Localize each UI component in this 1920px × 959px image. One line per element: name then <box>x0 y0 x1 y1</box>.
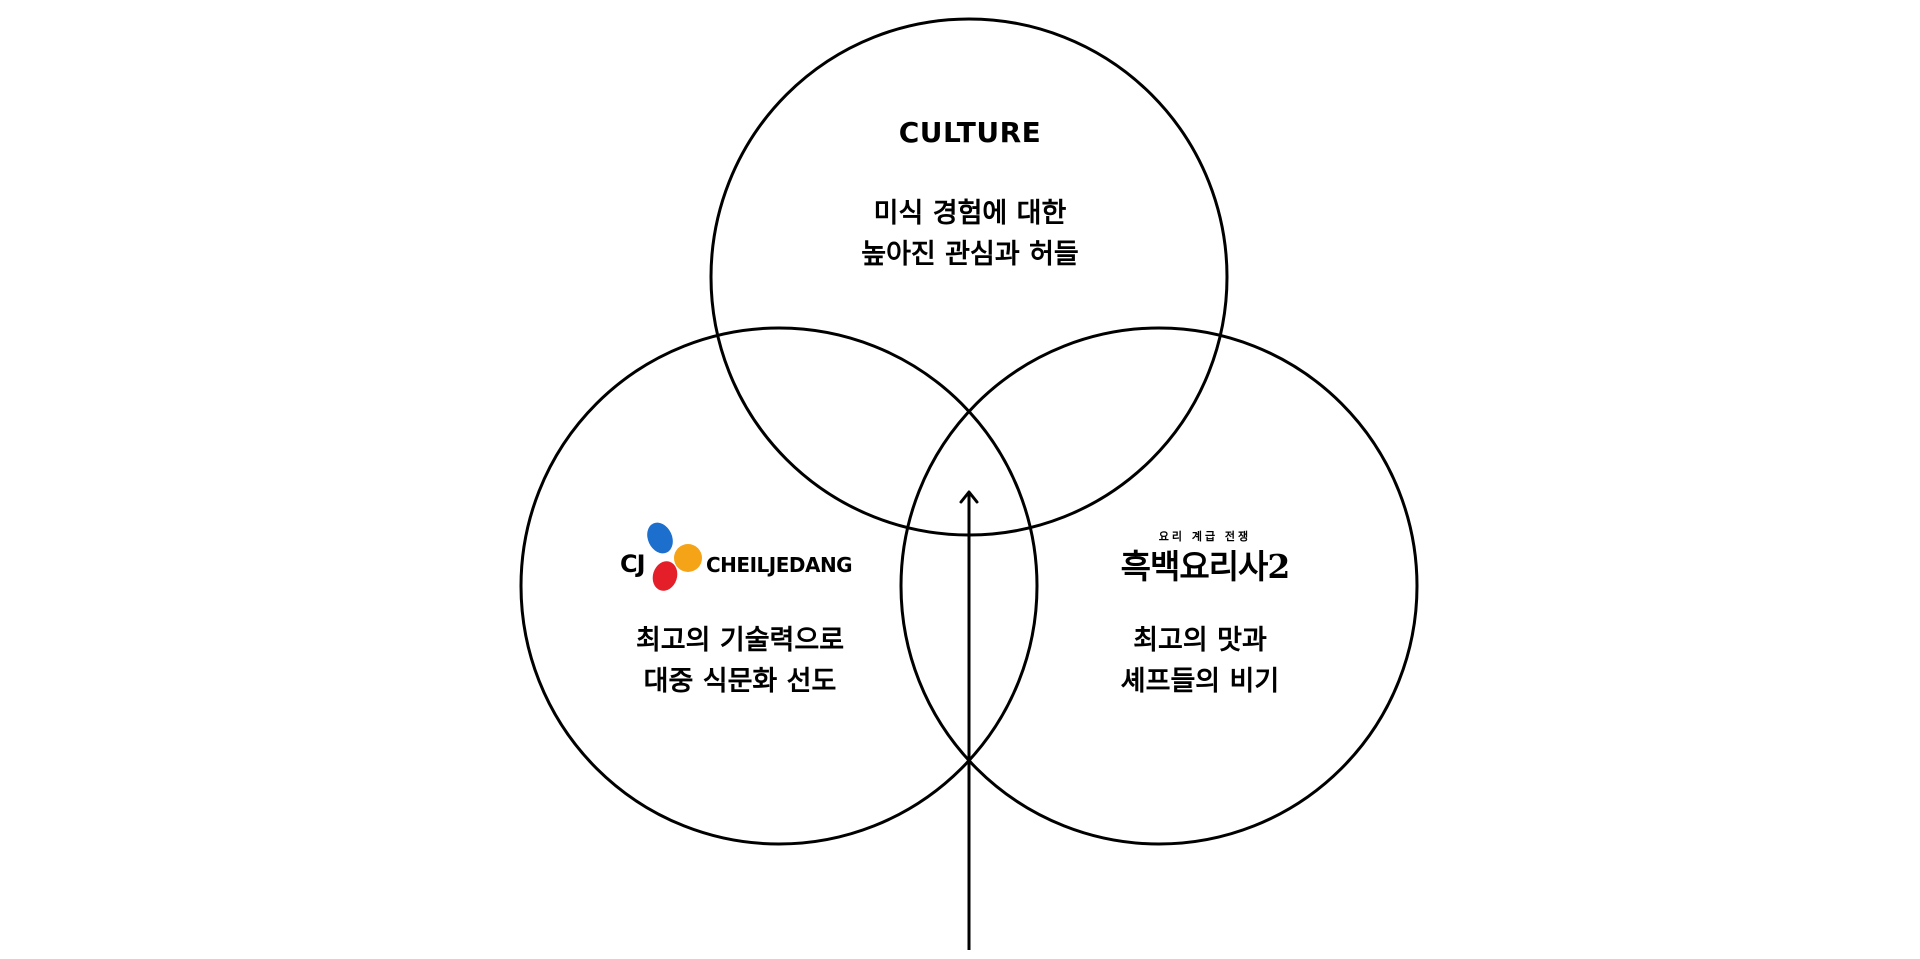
brand-line-2: 대중 식문화 선도 <box>643 666 837 697</box>
brand-description: 최고의 기술력으로 대중 식문화 선도 <box>580 620 900 702</box>
show-circle <box>899 326 1419 846</box>
show-line-1: 최고의 맛과 <box>1133 625 1267 656</box>
cj-logo-letters: CJ <box>620 550 646 578</box>
cj-logo-company: CHEILJEDANG <box>706 553 853 577</box>
culture-line-2: 높아진 관심과 허들 <box>861 239 1079 270</box>
show-logo-title: 흑백요리사2 <box>1120 547 1291 586</box>
culinary-class-wars-logo: 요리 계급 전쟁 흑백요리사2 <box>1100 530 1310 594</box>
culture-line-1: 미식 경험에 대한 <box>873 198 1067 229</box>
arrow-up-icon <box>959 490 979 504</box>
show-description: 최고의 맛과 셰프들의 비기 <box>1040 620 1360 702</box>
culture-circle <box>709 17 1229 537</box>
cj-cheiljedang-logo: CJ CHEILJEDANG <box>620 520 860 592</box>
culture-description: 미식 경험에 대한 높아진 관심과 허들 <box>800 193 1140 275</box>
brand-line-1: 최고의 기술력으로 <box>635 625 845 656</box>
show-line-2: 셰프들의 비기 <box>1120 666 1280 697</box>
culture-title: CULTURE <box>898 116 1042 149</box>
brand-circle <box>519 326 1039 846</box>
cj-petal-icon <box>647 522 702 591</box>
show-logo-subtitle: 요리 계급 전쟁 <box>1158 530 1252 543</box>
